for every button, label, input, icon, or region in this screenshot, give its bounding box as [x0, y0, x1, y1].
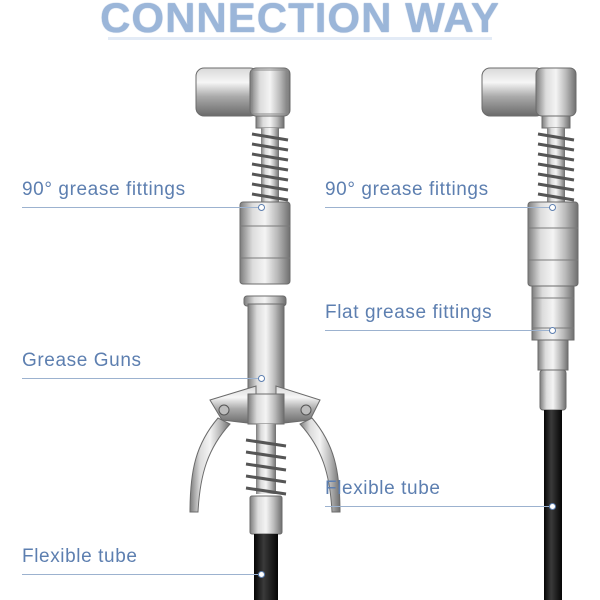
leader-flat [325, 330, 553, 331]
leader-left-90 [22, 207, 262, 208]
label-grease-guns: Grease Guns [22, 350, 142, 371]
label-right-flexible-tube: Flexible tube [325, 478, 441, 499]
right-coupler-socket [527, 201, 579, 287]
right-spring [537, 128, 575, 206]
left-spring [251, 128, 289, 206]
marker-left-flex [258, 571, 265, 578]
left-coupler-socket [239, 201, 291, 285]
left-flexible-tube [254, 534, 278, 600]
page-title: CONNECTION WAY [100, 0, 500, 41]
label-right-90-fittings: 90° grease fittings [325, 179, 489, 200]
leader-right-90 [325, 207, 553, 208]
flat-fitting [531, 285, 575, 411]
label-left-90-fittings: 90° grease fittings [22, 179, 186, 200]
left-90-fitting [195, 67, 291, 129]
leader-grease-guns [22, 378, 262, 379]
marker-right-90 [549, 204, 556, 211]
leader-left-flex [22, 574, 262, 575]
right-90-fitting [481, 67, 577, 129]
title-underline [108, 37, 492, 40]
marker-right-flex [549, 503, 556, 510]
marker-grease-guns [258, 375, 265, 382]
label-flat-grease-fittings: Flat grease fittings [325, 302, 493, 323]
label-left-flexible-tube: Flexible tube [22, 546, 138, 567]
marker-flat [549, 327, 556, 334]
grease-gun-coupler [189, 295, 341, 535]
marker-left-90 [258, 204, 265, 211]
leader-right-flex [325, 506, 553, 507]
